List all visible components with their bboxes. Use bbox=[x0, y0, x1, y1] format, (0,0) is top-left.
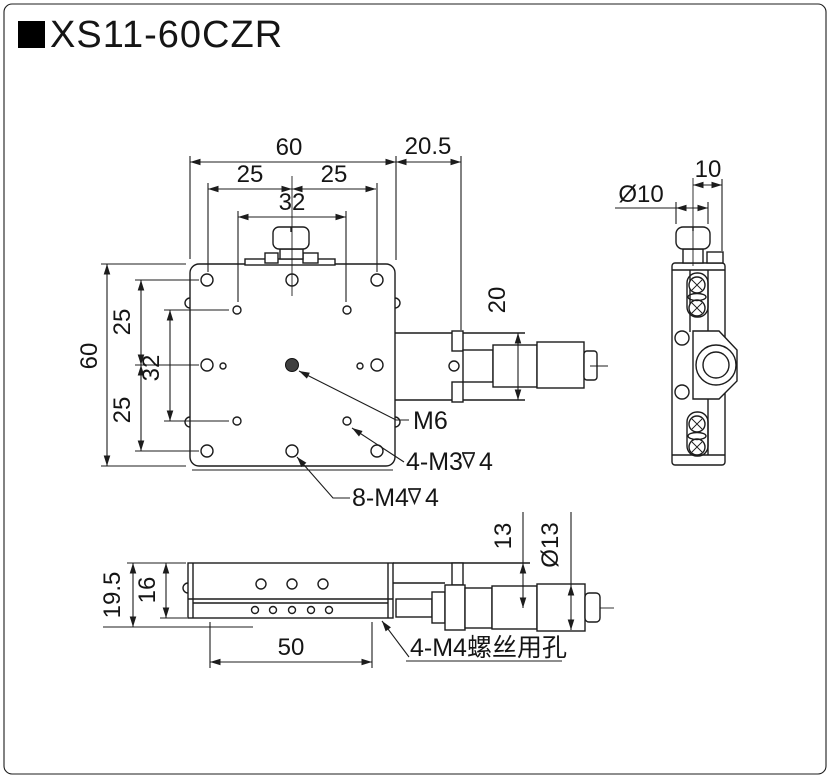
side-view-boss bbox=[692, 330, 738, 400]
dim-25-lower: 25 bbox=[109, 397, 136, 424]
label-8m4-prefix: 8-M4 bbox=[352, 484, 409, 512]
dim-body-height: 16 bbox=[134, 577, 161, 604]
dim-25-left: 25 bbox=[237, 161, 264, 188]
dim-25-upper: 25 bbox=[109, 309, 136, 336]
dim-left-height: 60 bbox=[76, 343, 103, 370]
micrometer-front-view bbox=[393, 562, 614, 632]
dim-axis-height: 13 bbox=[490, 523, 517, 550]
side-view-screws bbox=[674, 276, 707, 456]
label-4m3-prefix: 4-M3 bbox=[406, 448, 463, 476]
side-view-knob bbox=[675, 226, 724, 264]
top-view-holes bbox=[200, 273, 384, 458]
left-edge-bumps bbox=[184, 297, 191, 428]
side-view: 10 Ø10 bbox=[615, 156, 738, 466]
dim-top-width: 60 bbox=[276, 134, 303, 161]
front-view-leader bbox=[381, 620, 562, 662]
title-bullet-square bbox=[18, 21, 45, 48]
label-8m4-depth: 4 bbox=[425, 484, 439, 512]
top-view-dimension-lines bbox=[103, 158, 522, 466]
front-view-holes bbox=[250, 578, 334, 615]
top-view-extension-lines bbox=[101, 156, 462, 467]
label-mount-holes: 4-M4螺丝用孔 bbox=[410, 634, 567, 662]
page-title: XS11-60CZR bbox=[50, 14, 283, 56]
top-view-leaders bbox=[296, 370, 409, 499]
label-m6: M6 bbox=[413, 407, 448, 435]
front-view: 19.5 16 50 13 Ø13 4-M4螺丝用孔 bbox=[99, 512, 614, 668]
title-block: XS11-60CZR bbox=[18, 14, 283, 56]
dim-32-left: 32 bbox=[138, 355, 165, 382]
dim-thimble-diameter: Ø13 bbox=[537, 522, 564, 567]
front-view-body bbox=[103, 562, 394, 628]
dim-25-right: 25 bbox=[321, 161, 348, 188]
dim-carriage-20: 20 bbox=[484, 287, 511, 314]
page-border bbox=[3, 3, 827, 775]
top-view: 60 20.5 25 25 32 60 25 32 25 20 M6 4-M3 … bbox=[76, 133, 608, 512]
micrometer-top-view bbox=[395, 330, 608, 403]
dim-knob-diameter: Ø10 bbox=[618, 181, 663, 208]
dim-side-width: 10 bbox=[695, 156, 722, 183]
dim-total-height: 19.5 bbox=[99, 572, 126, 619]
front-view-dimensions bbox=[127, 512, 575, 668]
right-edge-bumps bbox=[394, 297, 401, 428]
dim-top-offset: 20.5 bbox=[405, 133, 452, 160]
depth-symbol-m4 bbox=[408, 488, 421, 506]
center-m6-hole bbox=[285, 358, 299, 372]
lock-knob-top bbox=[244, 226, 336, 266]
side-view-dimensions bbox=[615, 179, 723, 251]
dim-base-length: 50 bbox=[278, 634, 305, 661]
label-4m3-depth: 4 bbox=[479, 448, 493, 476]
depth-symbol-m3 bbox=[462, 452, 475, 470]
dim-32-top: 32 bbox=[279, 189, 306, 216]
